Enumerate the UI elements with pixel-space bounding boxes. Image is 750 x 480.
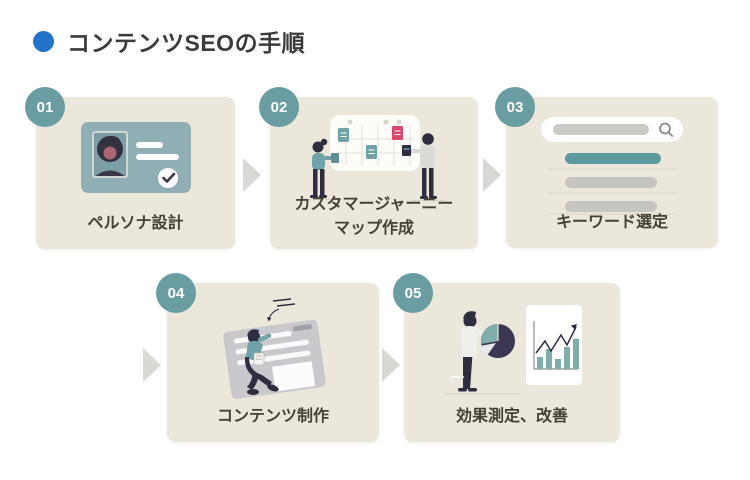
step-number-badge: 03 (495, 87, 535, 127)
step-number-badge: 05 (393, 273, 433, 313)
keyword-search-illustration (541, 117, 683, 215)
step-card-keyword: 03 キーワード選定 (495, 87, 718, 248)
step-number-badge: 04 (156, 273, 196, 313)
step-number-badge: 02 (259, 87, 299, 127)
flow-arrow-icon (382, 348, 400, 382)
content-writing-illustration (223, 298, 326, 399)
step-label: コンテンツ制作 (216, 408, 329, 425)
step-label: ペルソナ設計 (87, 215, 184, 232)
journey-map-illustration (300, 115, 446, 202)
step-card-journey-map: 02 (259, 87, 478, 249)
bullet-circle-icon (33, 30, 54, 52)
page-title-row: コンテンツSEOの手順 (33, 24, 305, 58)
step-card-measurement: 05 (393, 273, 620, 442)
step-label: カスタマージャーニー マップ作成 (294, 196, 454, 237)
flow-arrow-icon (143, 348, 161, 382)
flow-arrow-icon (483, 158, 501, 192)
step-number-badge: 01 (25, 87, 65, 127)
page-title: コンテンツSEOの手順 (67, 30, 306, 56)
id-card-illustration (80, 122, 191, 193)
step-card-content-creation: 04 コンテンツ制作 (156, 273, 379, 442)
step-label: キーワード選定 (555, 214, 668, 231)
step-label: 効果測定、改善 (455, 408, 568, 425)
analytics-illustration (444, 305, 582, 395)
flow-arrow-icon (243, 158, 261, 192)
step-card-persona: 01 ペルソナ設計 (25, 87, 235, 249)
